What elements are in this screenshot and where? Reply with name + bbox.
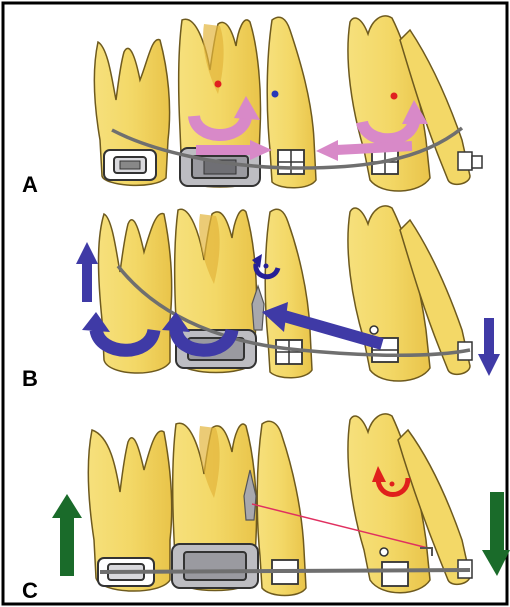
rotation-center-red-marker [391, 93, 398, 100]
panel-c: C [22, 414, 510, 603]
panel-label-a: A [22, 172, 38, 197]
pink-straight-arrow-icon-head [316, 140, 338, 161]
archwire [100, 570, 470, 572]
incisor-tooth [348, 414, 472, 593]
green-up-arrow-icon [60, 514, 74, 576]
molar-tooth [94, 40, 169, 186]
green-down-arrow-icon [490, 492, 504, 552]
panel-label-b: B [22, 366, 38, 391]
molar-tooth [88, 430, 171, 591]
incisor-bracket [382, 562, 408, 586]
canine-tooth [267, 17, 316, 188]
panel-label-c: C [22, 578, 38, 603]
rotation-center-blue-marker [272, 91, 279, 98]
canine-tooth [265, 209, 312, 378]
up-arrow-icon [82, 262, 92, 302]
rotation-center-red-marker [215, 81, 222, 88]
down-arrow-icon [484, 318, 494, 356]
panel-a: A [22, 16, 482, 197]
panel-b: B [22, 206, 500, 391]
pink-straight-arrow-icon [336, 146, 412, 150]
